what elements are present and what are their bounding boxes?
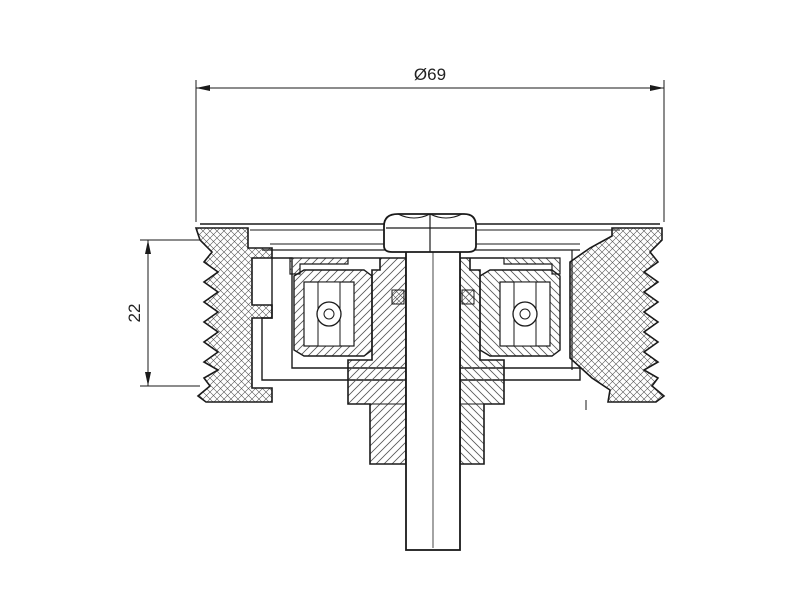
bearing-ball-left — [316, 301, 342, 327]
height-dimension: 22 — [125, 239, 200, 387]
bearing-ball-right — [512, 301, 538, 327]
bearing-right — [479, 269, 561, 357]
diameter-label: Ø69 — [414, 65, 446, 84]
bolt-head — [383, 213, 477, 253]
bearing-left — [293, 269, 373, 357]
retaining-rings — [391, 289, 475, 305]
pulley-rim-left — [194, 227, 273, 403]
diameter-dimension: Ø69 — [195, 65, 665, 222]
height-label: 22 — [125, 304, 144, 323]
bolt-shaft — [405, 249, 461, 551]
pulley-rim-right — [569, 227, 666, 403]
